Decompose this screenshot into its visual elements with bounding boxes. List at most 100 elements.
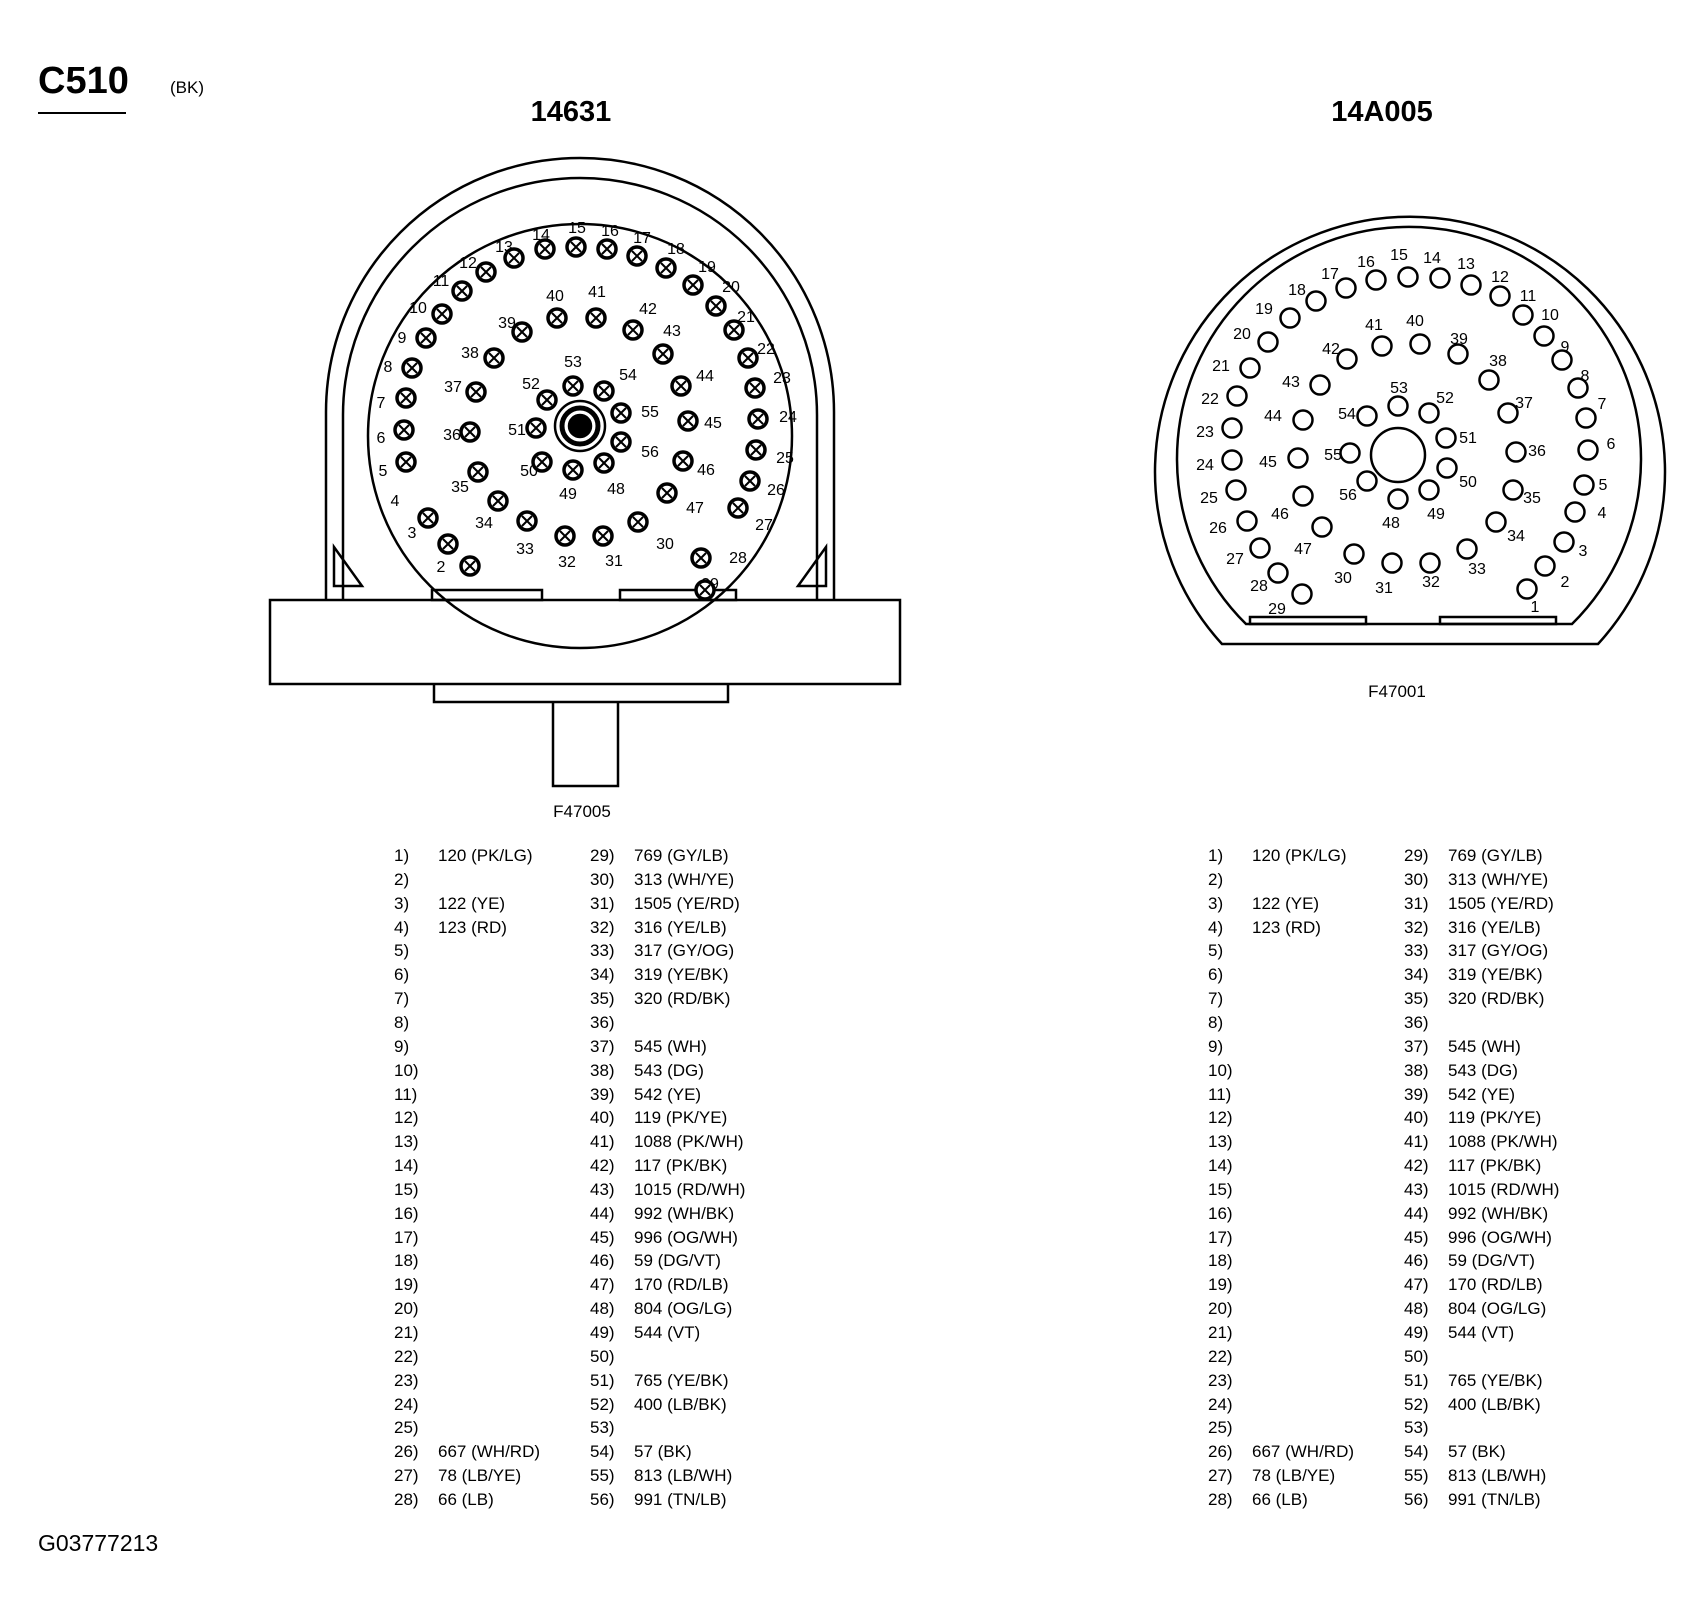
pin-cavity — [1505, 441, 1527, 463]
pin-label: 42 — [1322, 341, 1340, 358]
pin-number: 50) — [1404, 1346, 1429, 1366]
pin-wire: 123 (RD) — [1252, 917, 1321, 937]
pin-cross-mark — [442, 538, 454, 550]
pin-number: 30) — [590, 869, 615, 889]
pin-cavity — [1534, 555, 1556, 577]
pin-wire: 317 (GY/OG) — [1448, 941, 1549, 961]
pin-number: 31) — [1404, 893, 1429, 913]
pin-cross-mark — [742, 352, 754, 364]
drawing-id: G03777213 — [38, 1530, 159, 1556]
pin-number: 10) — [1208, 1060, 1233, 1080]
pin-label: 10 — [1541, 307, 1559, 324]
pin-cross-mark — [661, 487, 673, 499]
pin-wire: 813 (LB/WH) — [1448, 1466, 1547, 1486]
pin-cross-mark — [732, 502, 744, 514]
pin-number: 18) — [394, 1251, 419, 1271]
pin-number: 32) — [590, 917, 615, 937]
pin-wire: 66 (LB) — [438, 1489, 494, 1509]
pin-number: 10) — [394, 1060, 419, 1080]
connector-14631-outline — [268, 156, 902, 788]
pin-cross-mark — [420, 332, 432, 344]
pin-number: 7) — [1208, 989, 1224, 1009]
pin-label: 12 — [1491, 269, 1509, 286]
pin-label: 16 — [1357, 254, 1375, 271]
pin-cavity — [1418, 402, 1440, 424]
pin-number: 21) — [1208, 1323, 1233, 1342]
pin-label: 22 — [757, 341, 775, 358]
pin-label: 55 — [641, 404, 659, 421]
pin-label: 20 — [722, 279, 740, 296]
pin-label: 24 — [779, 409, 797, 426]
pin-cross-mark — [660, 262, 672, 274]
pin-cross-mark — [632, 516, 644, 528]
pin-label: 53 — [1390, 380, 1408, 397]
pin-label: 24 — [1196, 457, 1214, 474]
pin-cross-mark — [536, 456, 548, 468]
pin-cross-mark — [728, 324, 740, 336]
pin-label: 21 — [1212, 358, 1230, 375]
pin-number: 33) — [590, 941, 615, 961]
pin-number: 24) — [394, 1394, 419, 1414]
pin-label: 39 — [498, 315, 516, 332]
pin-number: 34) — [1404, 965, 1429, 985]
pin-cross-mark — [590, 312, 602, 324]
pin-number: 49) — [590, 1323, 615, 1342]
pin-wire: 667 (WH/RD) — [438, 1442, 541, 1462]
pin-label: 33 — [516, 541, 534, 558]
pin-wire: 313 (WH/YE) — [634, 869, 735, 889]
pin-number: 31) — [590, 893, 615, 913]
pin-label: 40 — [546, 288, 564, 305]
pin-number: 6) — [394, 965, 410, 985]
pin-label: 30 — [1334, 570, 1352, 587]
pin-number: 11) — [394, 1084, 418, 1104]
pin-label: 33 — [1468, 561, 1486, 578]
pin-number: 42) — [1404, 1156, 1429, 1176]
pin-wire: 316 (YE/LB) — [1448, 917, 1541, 937]
pin-number: 38) — [1404, 1060, 1429, 1080]
pin-cross-mark — [470, 386, 482, 398]
pin-number: 29) — [590, 846, 615, 865]
pin-number: 38) — [590, 1060, 615, 1080]
pin-cross-mark — [436, 308, 448, 320]
pin-number: 43) — [590, 1179, 615, 1199]
pin-number: 8) — [1208, 1012, 1224, 1032]
pin-cavity — [1343, 543, 1365, 565]
pin-cavity — [1435, 427, 1457, 449]
pin-label: 34 — [1507, 528, 1525, 545]
pin-label: 29 — [1268, 601, 1286, 618]
pin-cross-mark — [488, 352, 500, 364]
pin-number: 7) — [394, 989, 410, 1009]
pin-label: 46 — [1271, 506, 1289, 523]
pin-label: 35 — [451, 479, 469, 496]
pin-number: 43) — [1404, 1179, 1429, 1199]
pin-wire: 991 (TN/LB) — [634, 1489, 727, 1509]
pin-number: 11) — [1208, 1084, 1232, 1104]
pin-number: 16) — [394, 1203, 419, 1223]
pin-wire: 122 (YE) — [1252, 893, 1320, 913]
pin-number: 37) — [1404, 1036, 1429, 1056]
pin-cavity — [1335, 277, 1357, 299]
pin-cross-mark — [472, 466, 484, 478]
pin-cross-mark — [567, 464, 579, 476]
pin-cavity — [1456, 538, 1478, 560]
pin-wire: 400 (LB/BK) — [634, 1394, 727, 1414]
pin-number: 1) — [1208, 846, 1224, 865]
pin-cross-mark — [480, 266, 492, 278]
pin-cross-mark — [464, 560, 476, 572]
pin-number: 35) — [1404, 989, 1429, 1009]
pin-cross-mark — [710, 300, 722, 312]
connector-color: (BK) — [170, 78, 204, 97]
pin-wire: 992 (WH/BK) — [634, 1203, 735, 1223]
pin-number: 56) — [590, 1489, 615, 1509]
pin-number: 26) — [394, 1442, 419, 1462]
pin-wire: 769 (GY/LB) — [634, 846, 729, 865]
pin-wire: 122 (YE) — [438, 893, 506, 913]
pin-number: 13) — [1208, 1132, 1233, 1152]
pin-label: 49 — [1427, 506, 1445, 523]
pin-label: 8 — [1581, 368, 1590, 385]
pin-number: 29) — [1404, 846, 1429, 865]
pin-cross-mark — [422, 512, 434, 524]
pin-number: 3) — [394, 893, 410, 913]
